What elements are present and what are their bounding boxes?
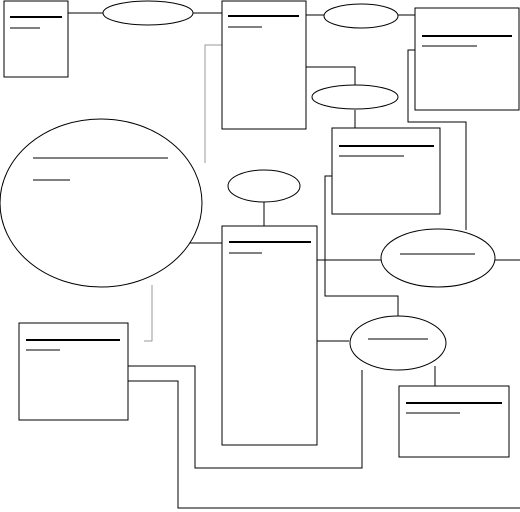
entity-f[interactable] <box>18 322 129 421</box>
relationship-rel-5[interactable] <box>227 169 301 203</box>
entity-d[interactable] <box>331 127 441 215</box>
connector-d-rel7 <box>324 175 399 316</box>
connector-b-rel3 <box>306 66 356 86</box>
entity-c[interactable] <box>414 7 520 111</box>
connector-c-rel6 <box>407 49 467 230</box>
connectors <box>68 12 520 509</box>
relationships <box>0 0 496 371</box>
relationship-rel-4[interactable] <box>0 118 203 288</box>
connector-f-edge <box>128 380 520 509</box>
connector-b-rel4 <box>204 44 222 163</box>
entity-a[interactable] <box>3 0 69 78</box>
entity-e[interactable] <box>221 225 318 446</box>
entity-b[interactable] <box>221 0 307 130</box>
relationship-rel-2[interactable] <box>323 3 399 29</box>
relationship-rel-3[interactable] <box>311 84 399 110</box>
relationship-rel-6[interactable] <box>380 228 496 288</box>
relationship-rel-7[interactable] <box>349 315 447 371</box>
entity-g[interactable] <box>398 385 510 458</box>
connector-rel4-f <box>144 285 153 342</box>
relationship-rel-1[interactable] <box>102 0 194 26</box>
entities <box>3 0 520 458</box>
connector-f-rel7 <box>128 365 363 469</box>
